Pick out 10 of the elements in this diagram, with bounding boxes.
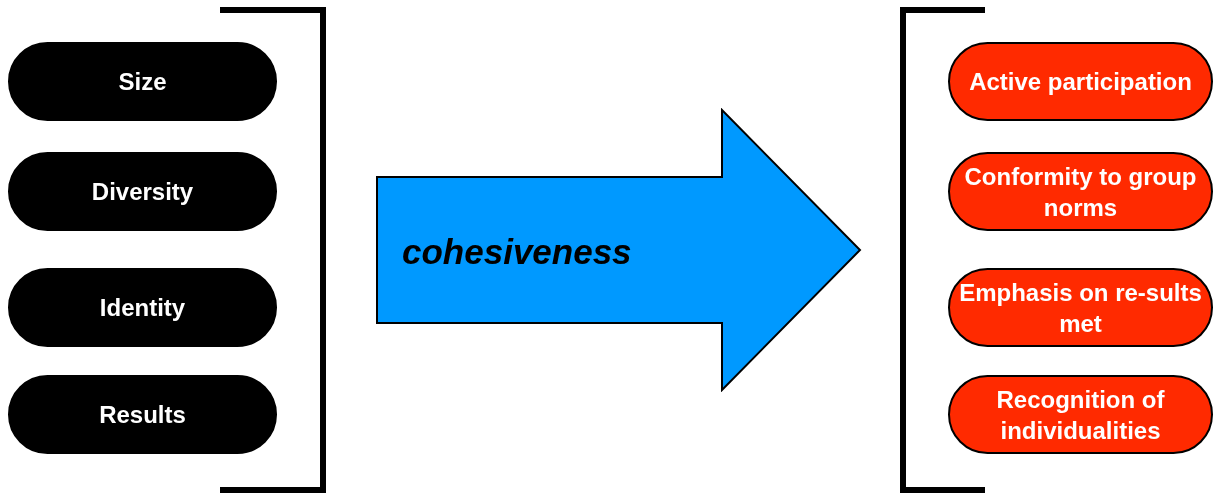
factor-pill: Size [8, 42, 277, 121]
factor-pill: Results [8, 375, 277, 454]
outcome-pill: Active participation [948, 42, 1213, 121]
factor-pill: Identity [8, 268, 277, 347]
outcome-pill: Emphasis on re-sults met [948, 268, 1213, 347]
outcome-pill: Conformity to group norms [948, 152, 1213, 231]
arrow-label: cohesiveness [402, 232, 632, 272]
factor-pill: Diversity [8, 152, 277, 231]
arrow-shape [376, 108, 863, 392]
outcome-pill: Recognition of individualities [948, 375, 1213, 454]
